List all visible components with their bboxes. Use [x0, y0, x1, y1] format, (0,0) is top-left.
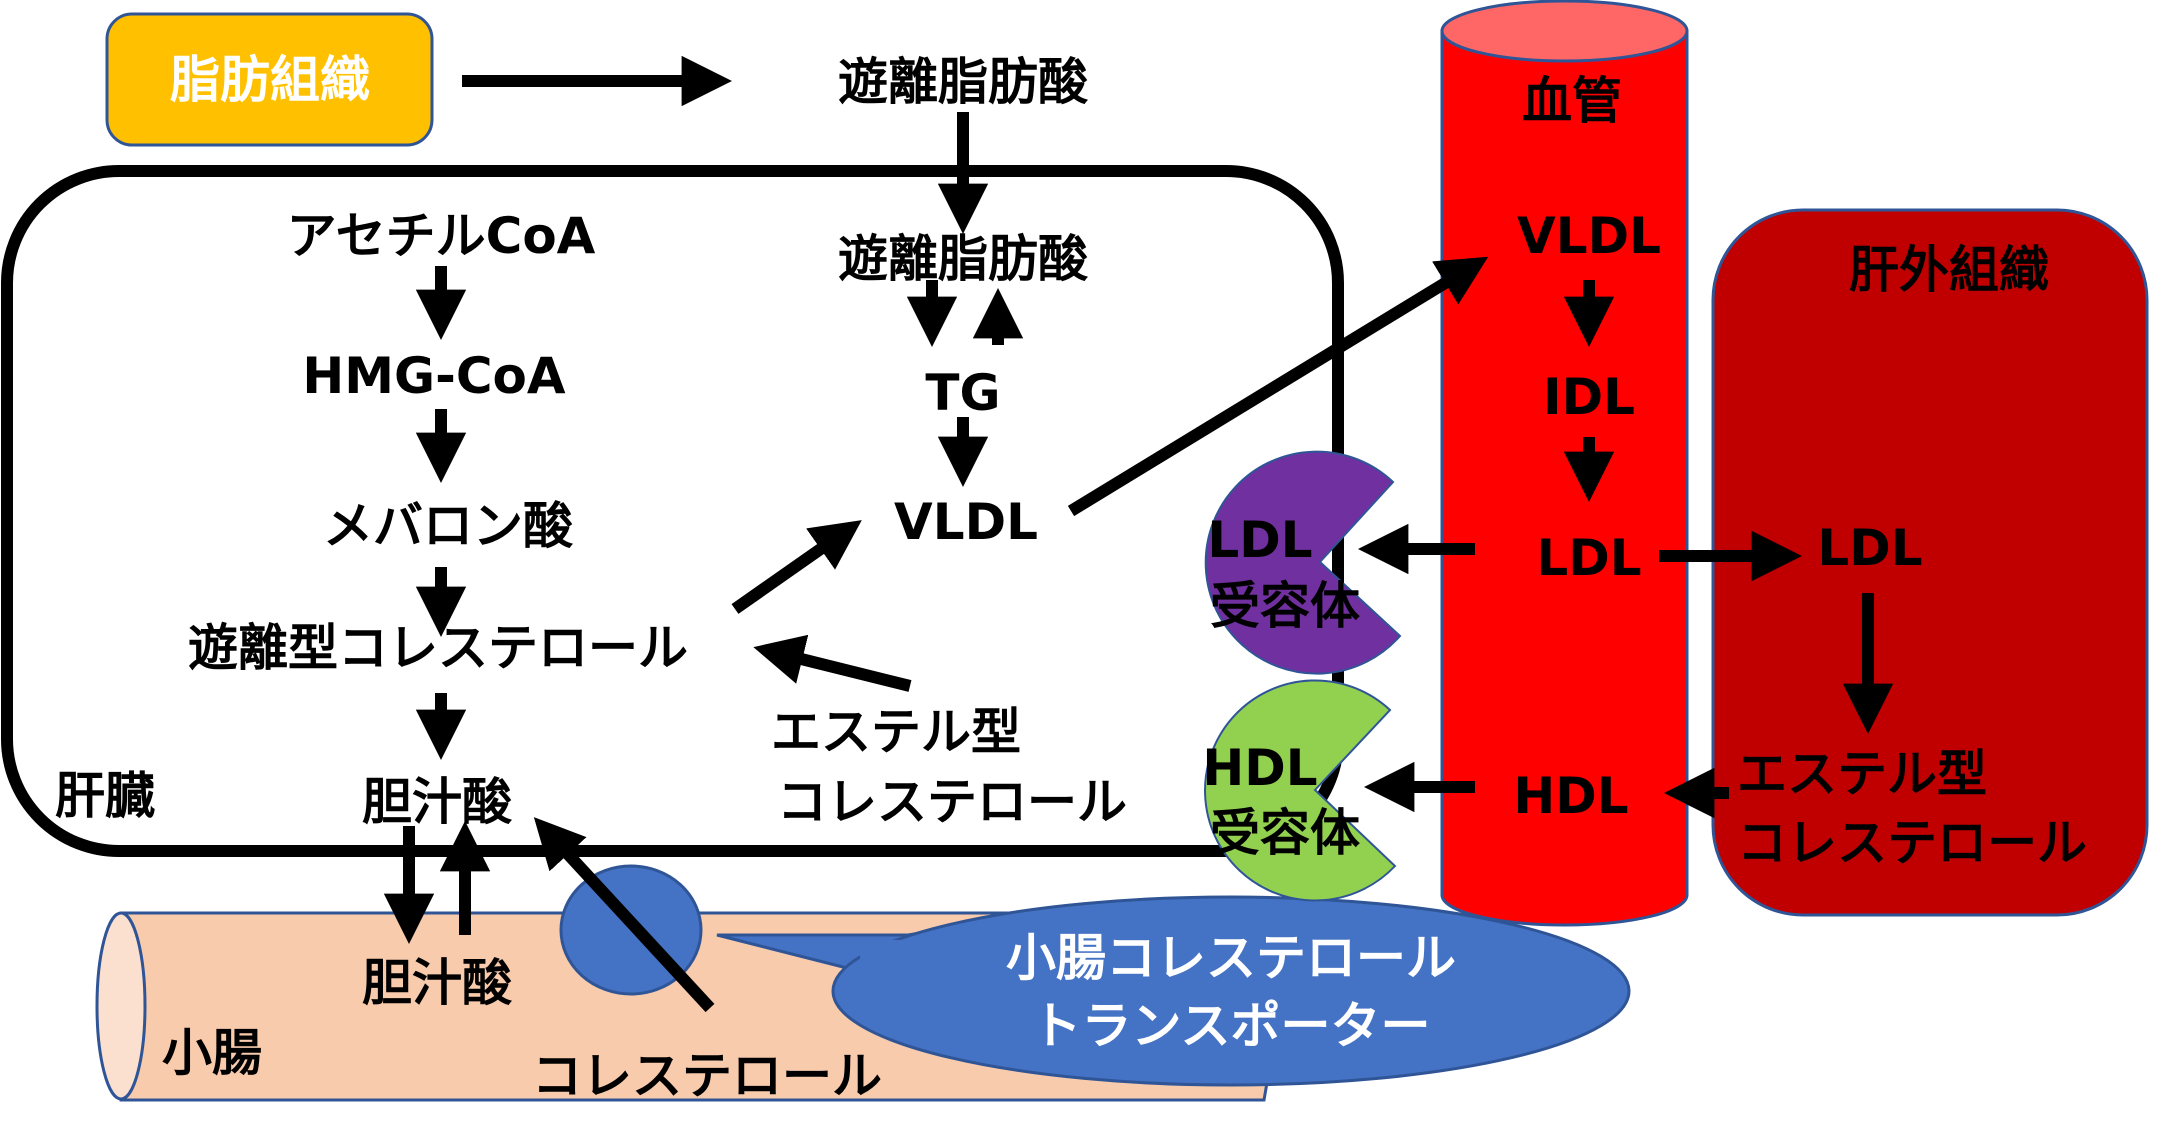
- transporter-line1: 小腸コレステロール: [1006, 929, 1456, 987]
- vessel-ldl: LDL: [1536, 529, 1641, 587]
- acetyl-coa: アセチルCoA: [287, 207, 596, 265]
- free-cholesterol: 遊離型コレステロール: [188, 619, 688, 677]
- adipose-label: 脂肪組織: [170, 51, 370, 109]
- liver-ffa: 遊離脂肪酸: [838, 230, 1089, 288]
- ldl-receptor-line2: 受容体: [1210, 577, 1360, 635]
- intestine-label: 小腸: [162, 1024, 262, 1082]
- liver-bile-acid: 胆汁酸: [362, 773, 513, 831]
- liver-tg: TG: [925, 364, 1000, 422]
- vessel-vldl: VLDL: [1517, 207, 1661, 265]
- vessel-hdl: HDL: [1513, 767, 1628, 825]
- vessel-idl: IDL: [1543, 368, 1635, 426]
- blood-vessel: 血管 VLDL IDL LDL HDL: [1440, 0, 1689, 927]
- arrow-vldl-to-vessel: [1067, 256, 1489, 517]
- extrahepatic-tissue: 肝外組織 LDL エステル型 コレステロール: [1711, 208, 2149, 917]
- arrow-cholesterol-to-liver: [533, 817, 715, 1013]
- hdl-receptor: HDL 受容体: [1202, 679, 1397, 902]
- hdl-receptor-shape: [1204, 679, 1397, 902]
- liver-ester-line1: エステル型: [771, 703, 1021, 761]
- hdl-receptor-line1: HDL: [1202, 739, 1317, 797]
- extrahepatic-ester-line1: エステル型: [1737, 745, 1987, 803]
- vessel-label: 血管: [1522, 72, 1622, 130]
- liver-outline: [1, 165, 1344, 857]
- ldl-receptor: LDL 受容体: [1204, 450, 1402, 675]
- transporter-callout: 小腸コレステロール トランスポーター: [716, 895, 1631, 1087]
- arrows: [383, 55, 1894, 1013]
- extrahepatic-ester-line2: コレステロール: [1737, 814, 2087, 872]
- ldl-receptor-line1: LDL: [1207, 511, 1312, 569]
- ldl-receptor-shape: [1204, 450, 1402, 675]
- top-ffa: 遊離脂肪酸: [838, 53, 1089, 111]
- hdl-receptor-line2: 受容体: [1210, 804, 1360, 862]
- callout-bubble: [831, 895, 1631, 1087]
- transporter-line2: トランスポーター: [1032, 997, 1431, 1055]
- intestine-opening: [95, 911, 147, 1101]
- arrow-free-chol-to-vldl: [731, 520, 862, 614]
- liver-ester-line2: コレステロール: [777, 773, 1127, 831]
- liver-vldl: VLDL: [894, 493, 1038, 551]
- vessel-top: [1440, 0, 1689, 63]
- intestine-bile-acid: 胆汁酸: [362, 954, 513, 1012]
- liver-label: 肝臓: [55, 767, 155, 825]
- extrahepatic-box: [1711, 208, 2149, 917]
- adipose-box: [105, 12, 434, 147]
- mevalonate: メバロン酸: [323, 497, 574, 555]
- arrow-ester-to-free-chol: [753, 634, 912, 692]
- extrahepatic-ldl: LDL: [1817, 519, 1922, 577]
- hmg-coa: HMG-CoA: [302, 347, 565, 405]
- extrahepatic-label: 肝外組織: [1849, 241, 2049, 299]
- intestine-cholesterol: コレステロール: [532, 1047, 882, 1105]
